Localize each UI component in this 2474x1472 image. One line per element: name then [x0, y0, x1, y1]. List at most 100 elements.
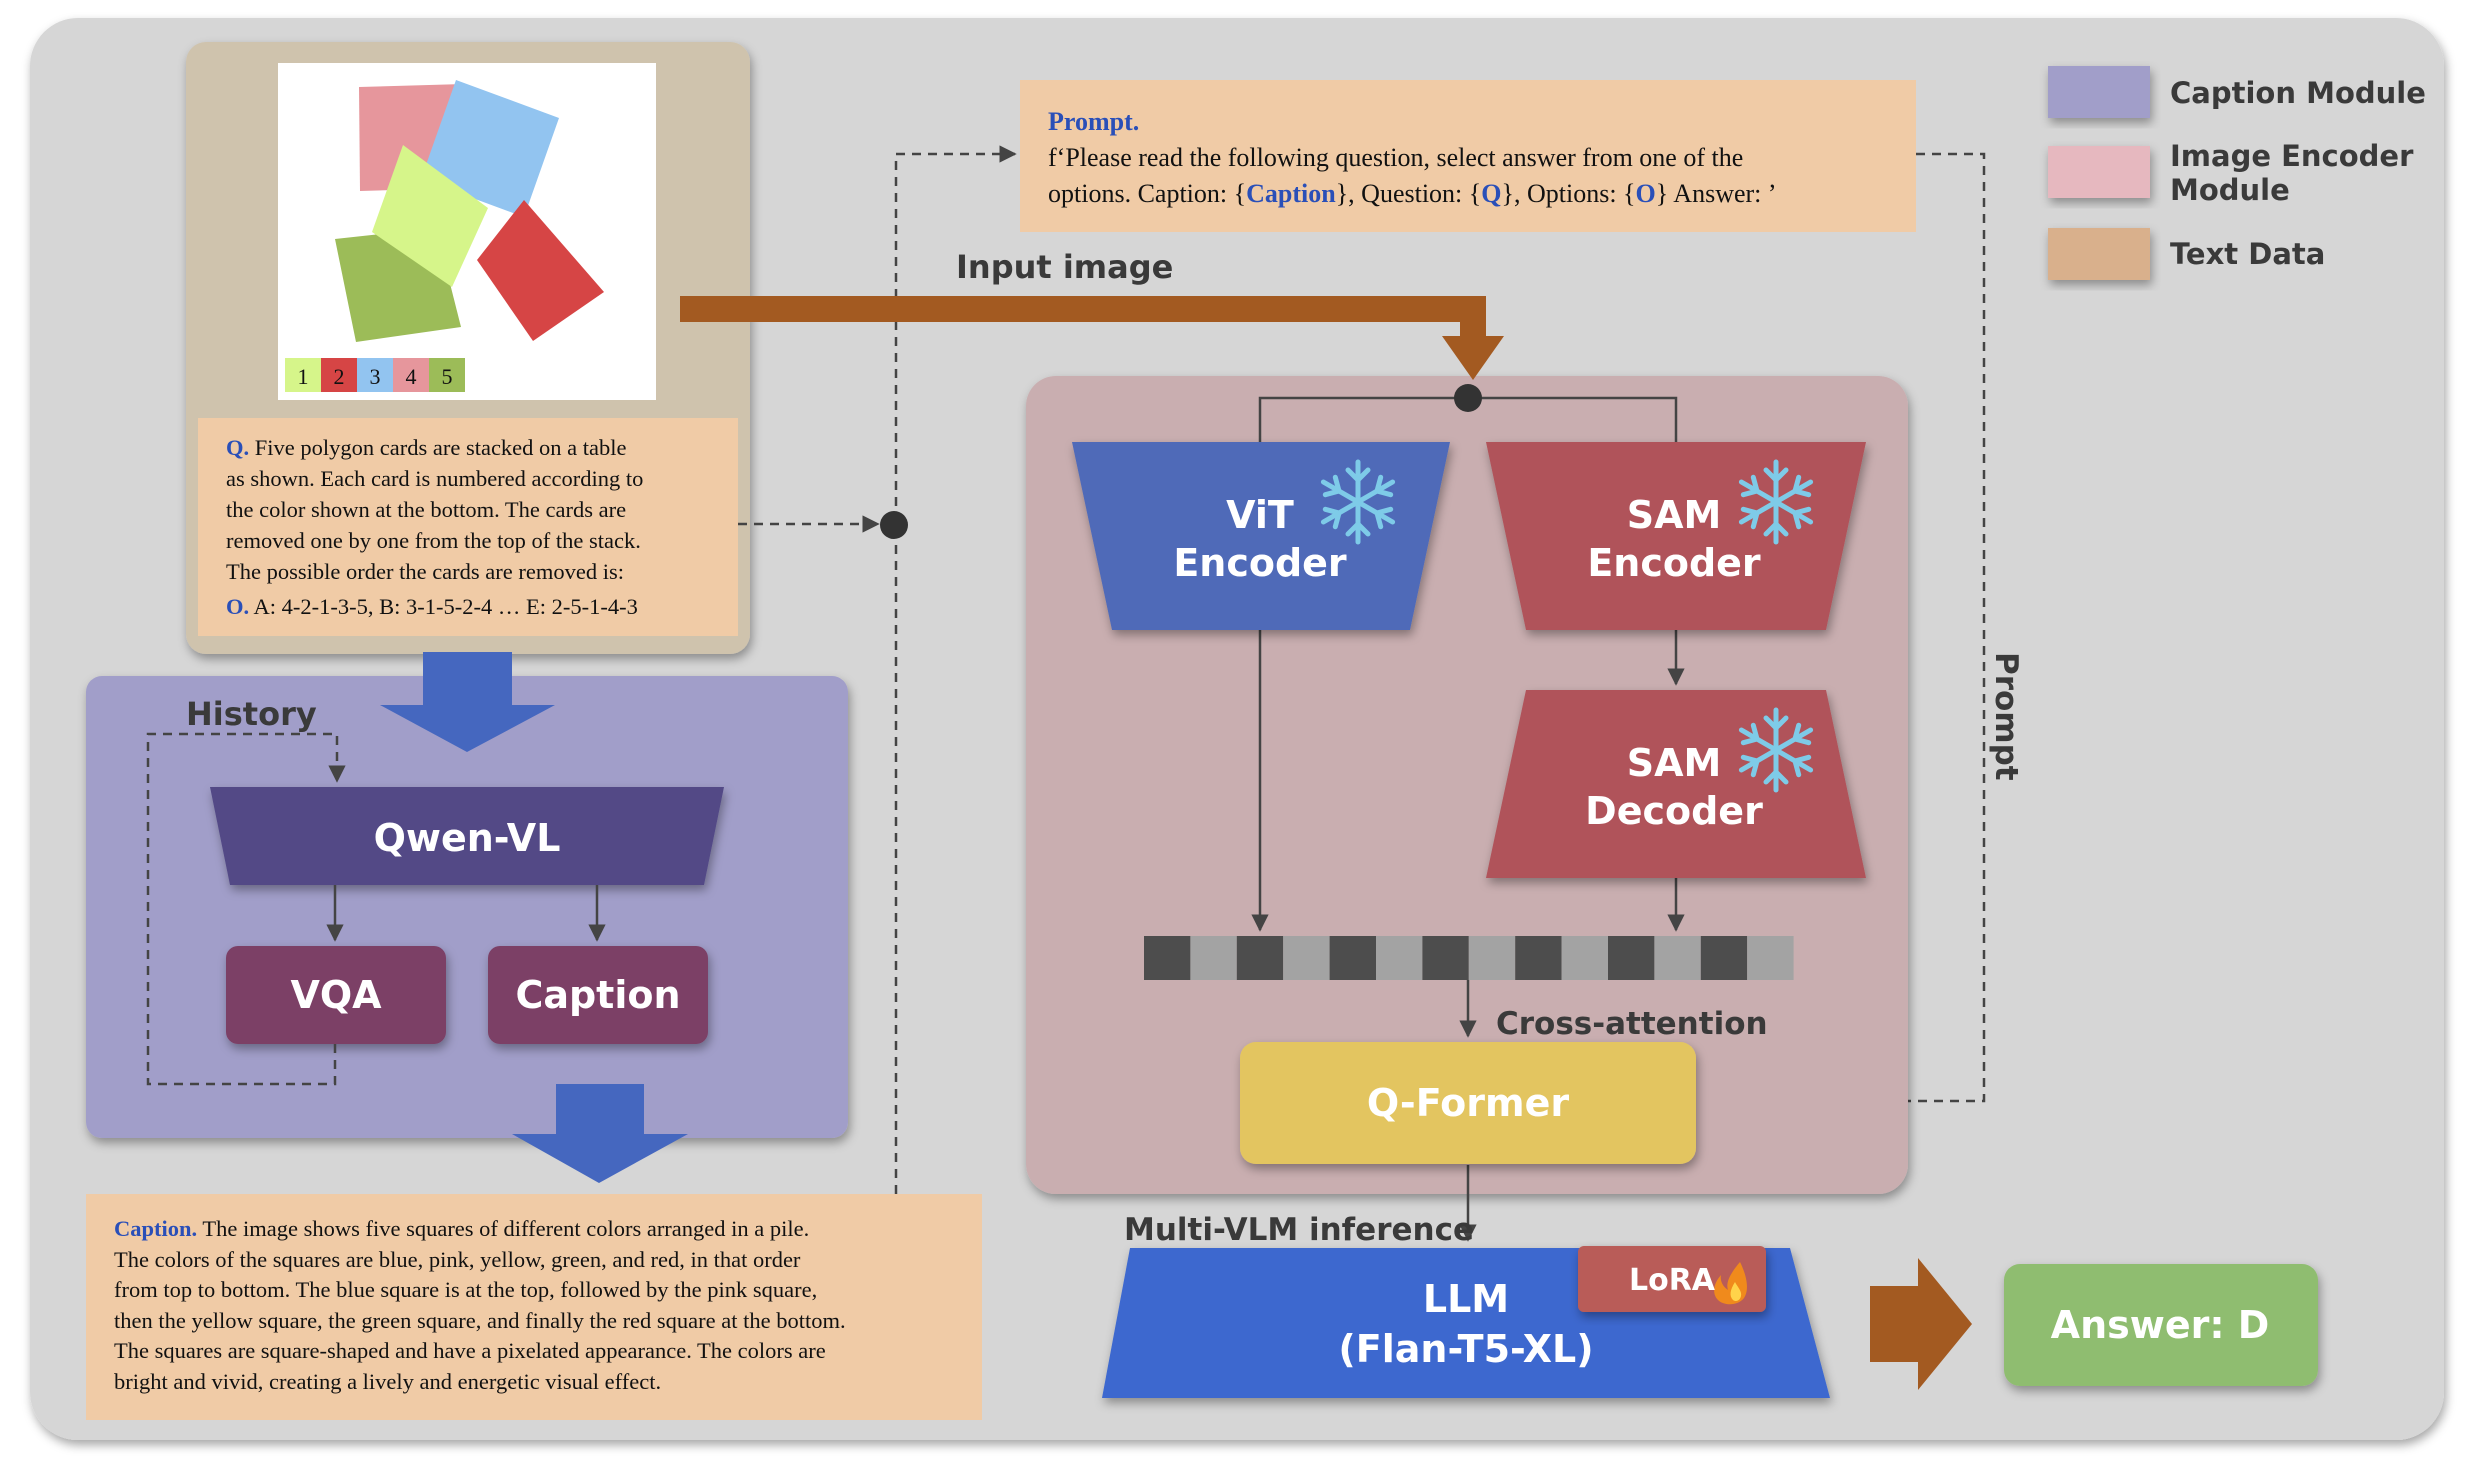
vqa-block [226, 946, 446, 1044]
vit-label-line1: ViT [1226, 493, 1294, 537]
caption-text-box [86, 1194, 982, 1420]
output-arrow-icon [1870, 1258, 1972, 1390]
prompt-line2-a: options. Caption: { [1048, 179, 1247, 208]
number-chip-label: 3 [370, 364, 381, 389]
question-line: The possible order the cards are removed… [226, 559, 624, 584]
question-line: removed one by one from the top of the s… [226, 528, 641, 553]
token-cell [1561, 936, 1608, 980]
caption-line-text: The image shows five squares of differen… [202, 1216, 810, 1241]
options-key: O. [226, 594, 250, 619]
answer-block [2004, 1264, 2318, 1386]
legend-image-encoder-line1: Image Encoder [2170, 139, 2414, 173]
caption-line: bright and vivid, creating a lively and … [114, 1368, 662, 1394]
sam-decoder-block [1486, 690, 1866, 878]
question-line: as shown. Each card is numbered accordin… [226, 466, 644, 491]
number-chip [285, 358, 321, 392]
legend-text-data: Text Data [2170, 237, 2325, 271]
token-cell [1144, 936, 1191, 980]
q-former-block [1240, 1042, 1696, 1164]
sam-encoder-label-line2: Encoder [1587, 541, 1761, 585]
number-chip-label: 5 [442, 364, 453, 389]
down-arrow-icon [512, 1084, 688, 1183]
token-cell [1747, 936, 1794, 980]
question-box [198, 418, 738, 636]
caption-label: Caption [515, 973, 680, 1017]
vit-label-line2: Encoder [1173, 541, 1347, 585]
multi-vlm-label: Multi-VLM inference [1124, 1212, 1474, 1248]
qwen-vl-block [210, 787, 724, 885]
sam-encoder-label-line1: SAM [1627, 493, 1722, 537]
token-cell [1283, 936, 1330, 980]
caption-line: Caption. The image shows five squares of… [114, 1214, 952, 1245]
prompt-caption-placeholder: Caption [1246, 179, 1336, 208]
lora-label: LoRA [1629, 1263, 1716, 1298]
history-label: History [186, 695, 317, 733]
prompt-line2-b: }, Question: { [1335, 179, 1482, 208]
prompt-line1: f‘Please read the following question, se… [1048, 143, 1744, 172]
prompt-text: Prompt. f‘Please read the following ques… [1048, 104, 1888, 212]
number-chip-label: 2 [334, 364, 345, 389]
question-text: Q. Five polygon cards are stacked on a t… [226, 432, 706, 622]
options-text: A: 4-2-1-3-5, B: 3-1-5-2-4 … E: 2-5-1-4-… [253, 594, 638, 619]
llm-label-line1: LLM [1423, 1277, 1509, 1321]
number-chip-label: 4 [406, 364, 417, 389]
question-line: Q. Five polygon cards are stacked on a t… [226, 432, 706, 463]
input-image-label: Input image [956, 248, 1173, 286]
token-cell [1468, 936, 1516, 980]
merge-node [880, 511, 908, 539]
prompt-side-label: Prompt [1988, 652, 2024, 781]
puzzle-squares [335, 80, 604, 342]
legend-caption-module: Caption Module [2170, 76, 2426, 110]
number-chip [393, 358, 429, 392]
sam-decoder-label-line2: Decoder [1585, 789, 1763, 833]
llm-label-line2: (Flan-T5-XL) [1338, 1327, 1593, 1371]
legend-swatch-caption-module [2048, 66, 2150, 118]
prompt-line2-c: }, Options: { [1501, 179, 1636, 208]
q-former-label: Q-Former [1367, 1081, 1569, 1125]
prompt-box [1020, 80, 1916, 232]
prompt-line2-d: } Answer: ’ [1655, 179, 1777, 208]
vqa-label: VQA [290, 973, 382, 1017]
answer-label: Answer: D [2051, 1303, 2270, 1347]
question-line-text: Five polygon cards are stacked on a tabl… [254, 435, 627, 460]
caption-text: Caption. The image shows five squares of… [114, 1214, 952, 1397]
token-cell [1376, 936, 1423, 980]
token-cell [1236, 936, 1284, 980]
caption-line: The colors of the squares are blue, pink… [114, 1246, 801, 1272]
token-cell [1190, 936, 1237, 980]
caption-line: from top to bottom. The blue square is a… [114, 1277, 818, 1302]
token-cell [1422, 936, 1469, 980]
legend-swatch-text-data [2048, 228, 2150, 280]
prompt-key-text: Prompt. [1048, 107, 1140, 136]
down-arrow-icon [380, 652, 555, 752]
fire-icon [1714, 1262, 1747, 1305]
options-line: O. A: 4-2-1-3-5, B: 3-1-5-2-4 … E: 2-5-1… [226, 591, 706, 622]
question-line: the color shown at the bottom. The cards… [226, 497, 627, 522]
token-cell [1329, 936, 1376, 980]
qwen-vl-label: Qwen-VL [374, 816, 561, 860]
sam-decoder-label-line1: SAM [1627, 741, 1722, 785]
number-chip [429, 358, 465, 392]
caption-line: The squares are square-shaped and have a… [114, 1338, 826, 1363]
legend-image-encoder-line2: Module [2170, 173, 2290, 207]
token-cell [1654, 936, 1701, 980]
number-chip-label: 1 [298, 364, 309, 389]
token-cell [1700, 936, 1748, 980]
prompt-key: Prompt. [1048, 104, 1888, 140]
prompt-options-placeholder: O [1635, 179, 1656, 208]
sam-encoder-block [1486, 442, 1866, 630]
number-chip [357, 358, 393, 392]
cross-attention-label: Cross-attention [1496, 1006, 1768, 1042]
caption-key: Caption. [114, 1216, 198, 1241]
number-chip [321, 358, 357, 392]
caption-block [488, 946, 708, 1044]
question-key: Q. [226, 435, 250, 460]
caption-line: then the yellow square, the green square… [114, 1307, 846, 1333]
legend-swatch-image-encoder [2048, 146, 2150, 198]
input-image-arrow [680, 296, 1504, 380]
prompt-question-placeholder: Q [1481, 179, 1502, 208]
split-node [1454, 384, 1482, 412]
prompt-line2: options. Caption: {Caption}, Question: {… [1048, 176, 1888, 212]
